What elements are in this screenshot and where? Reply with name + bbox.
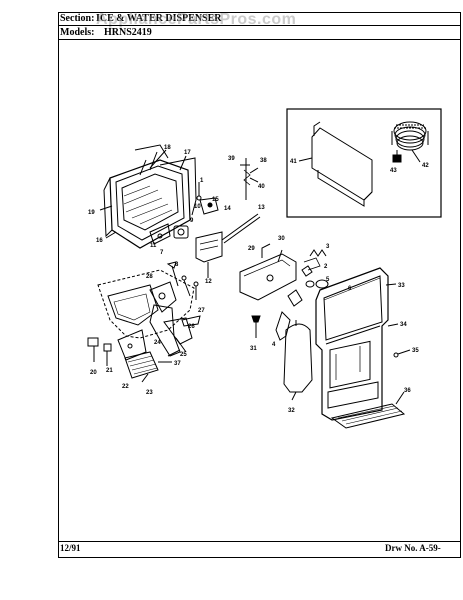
- callout-26: 26: [188, 324, 195, 330]
- callout-39: 39: [228, 156, 235, 162]
- callout-15: 15: [212, 197, 219, 203]
- drawing-number: Drw No. A-59-: [385, 543, 441, 553]
- callout-2: 2: [324, 264, 328, 270]
- callout-25: 25: [180, 352, 187, 358]
- section-label: Section:: [60, 13, 95, 24]
- callout-11: 11: [150, 243, 157, 249]
- callout-28: 28: [146, 274, 153, 280]
- callout-19: 19: [88, 210, 95, 216]
- inset-box: [286, 108, 442, 218]
- callout-21: 21: [106, 368, 113, 374]
- callout-35: 35: [412, 348, 419, 354]
- callout-16: 16: [96, 238, 103, 244]
- models-value: HRNS2419: [104, 27, 152, 38]
- callout-40: 40: [258, 184, 265, 190]
- callout-labels: 1 2 3 4 5 6 7 8 9 10 11 12 13 14 15 16 1…: [88, 145, 429, 414]
- callout-17: 17: [184, 150, 191, 156]
- callout-31: 31: [250, 346, 257, 352]
- callout-41: 41: [290, 159, 297, 165]
- callout-32: 32: [288, 408, 295, 414]
- callout-4: 4: [272, 342, 276, 348]
- callout-30: 30: [278, 236, 285, 242]
- callout-13: 13: [258, 205, 265, 211]
- callout-3: 3: [326, 244, 330, 250]
- models-label: Models:: [60, 27, 95, 38]
- callout-5: 5: [326, 277, 330, 283]
- footer-divider: [58, 541, 461, 542]
- callout-20: 20: [90, 370, 97, 376]
- callout-43: 43: [390, 168, 397, 174]
- callout-14: 14: [224, 206, 231, 212]
- callout-1: 1: [200, 178, 204, 184]
- watermark-text: AppliancePartsPros.com: [96, 11, 297, 28]
- section-title: ICE & WATER DISPENSER: [96, 13, 222, 24]
- dispenser-housing-assembly: [239, 243, 411, 429]
- header-divider: [58, 25, 461, 26]
- door-panel-assembly: [99, 144, 261, 278]
- models-divider: [58, 39, 461, 40]
- callout-24: 24: [154, 340, 161, 346]
- callout-9: 9: [190, 218, 194, 224]
- callout-12: 12: [205, 279, 212, 285]
- callout-37: 37: [174, 361, 181, 367]
- callout-42: 42: [422, 163, 429, 169]
- callout-29: 29: [248, 246, 255, 252]
- dispenser-lever-assembly: [87, 261, 201, 383]
- callout-36: 36: [404, 388, 411, 394]
- callout-38: 38: [260, 158, 267, 164]
- callout-8: 8: [175, 262, 179, 268]
- callout-34: 34: [400, 322, 407, 328]
- callout-18: 18: [164, 145, 171, 151]
- callout-10: 10: [194, 204, 201, 210]
- callout-33: 33: [398, 283, 405, 289]
- callout-27: 27: [198, 308, 205, 314]
- callout-23: 23: [146, 390, 153, 396]
- parts-sheet-frame: [58, 12, 461, 558]
- callout-6: 6: [348, 286, 352, 292]
- water-tube-parts: [240, 158, 259, 200]
- callout-7: 7: [160, 250, 164, 256]
- footer-date: 12/91: [60, 543, 81, 553]
- callout-22: 22: [122, 384, 129, 390]
